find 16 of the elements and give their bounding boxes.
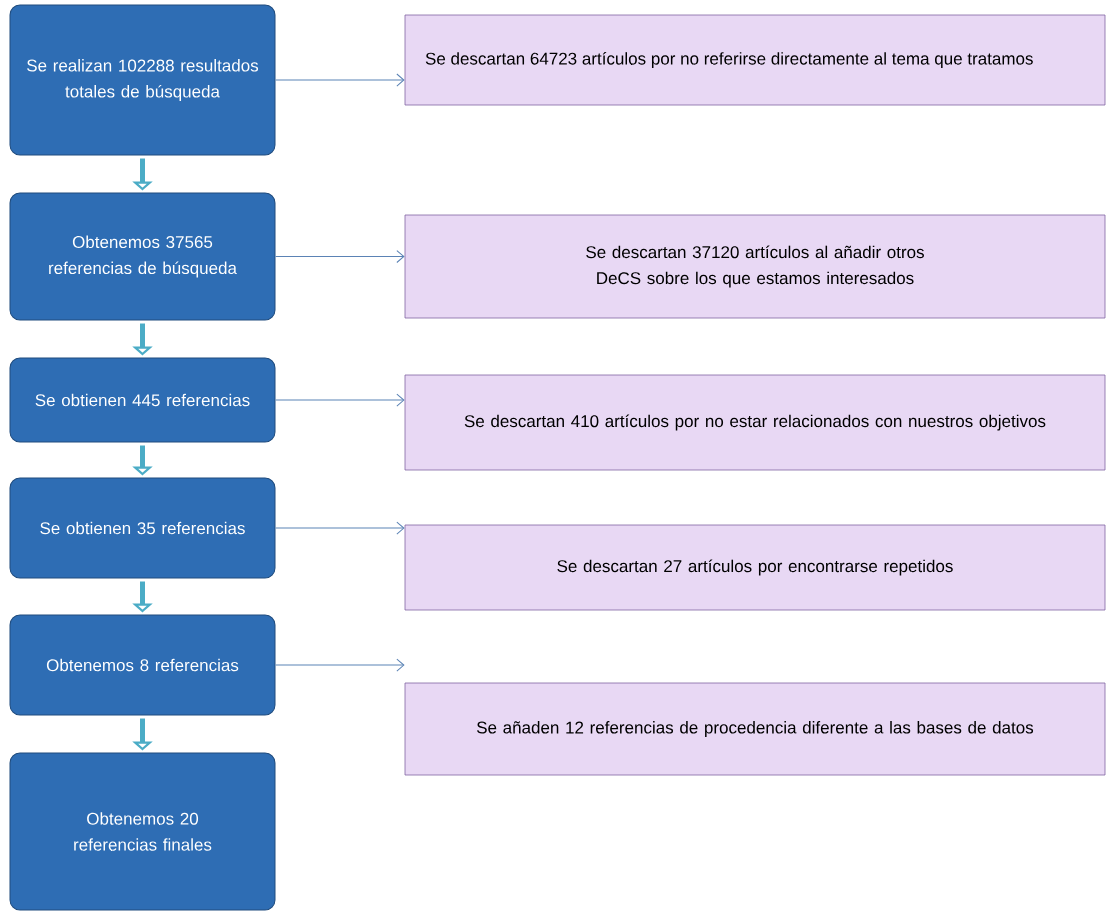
note-box: Se descartan 27 artículos por encontrarse repetidos — [404, 524, 1106, 611]
process-box: Se obtienen 35 referencias — [9, 477, 276, 579]
arrow — [275, 393, 405, 407]
arrow — [275, 73, 405, 87]
process-box: Se obtienen 445 referencias — [9, 357, 276, 443]
arrow — [275, 521, 405, 535]
arrow — [275, 250, 405, 263]
process-box: Se realizan 102288 resultados totales de búsqueda — [9, 4, 276, 156]
process-box: Obtenemos 20 referencias finales — [9, 752, 276, 911]
process-box: Obtenemos 37565 referencias de búsqueda — [9, 192, 276, 321]
process-box: Obtenemos 8 referencias — [9, 614, 276, 716]
note-box: Se añaden 12 referencias de procedencia diferente a las bases de datos — [404, 682, 1106, 776]
arrow — [275, 658, 405, 672]
note-box: Se descartan 64723 artículos por no referirse directamente al tema que tratamos — [404, 14, 1106, 106]
note-box: Se descartan 410 artículos por no estar relacionados con nuestros objetivos — [404, 374, 1106, 471]
note-box: Se descartan 37120 artículos al añadir otros DeCS sobre los que estamos interesados — [404, 214, 1106, 319]
